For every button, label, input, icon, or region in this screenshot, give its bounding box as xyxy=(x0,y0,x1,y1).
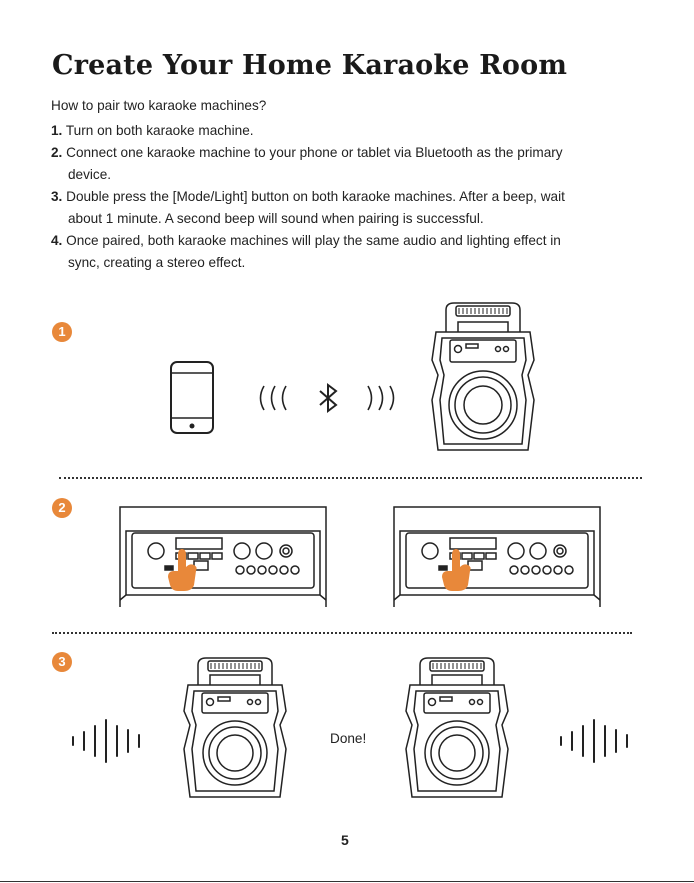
speaker-icon xyxy=(405,657,509,798)
step-text: Connect one karaoke machine to your phon… xyxy=(66,145,563,160)
soundwave-icon xyxy=(560,719,628,763)
step-badge-2: 2 xyxy=(52,498,72,518)
bottom-rule xyxy=(0,881,694,882)
page-number: 5 xyxy=(341,832,349,848)
step-number: 2. xyxy=(51,145,63,160)
finger-press-icon xyxy=(442,549,471,591)
soundwave-icon xyxy=(72,719,140,763)
control-panel-icon xyxy=(119,506,327,607)
section-divider xyxy=(52,632,632,634)
page-title: Create Your Home Karaoke Room xyxy=(52,50,568,81)
step-number: 1. xyxy=(51,123,63,138)
speaker-icon xyxy=(431,302,535,451)
step-number: 4. xyxy=(51,233,63,248)
step-badge-3: 3 xyxy=(52,652,72,672)
intro-question: How to pair two karaoke machines? xyxy=(51,98,267,113)
step-text-cont: device. xyxy=(68,167,112,182)
finger-press-icon xyxy=(168,549,197,591)
step-3: 3. Double press the [Mode/Light] button … xyxy=(51,186,651,230)
step-text-cont: sync, creating a stereo effect. xyxy=(68,255,246,270)
step-text: Once paired, both karaoke machines will … xyxy=(66,233,561,248)
step-4: 4. Once paired, both karaoke machines wi… xyxy=(51,230,651,274)
section-divider xyxy=(59,477,642,479)
done-label: Done! xyxy=(330,731,367,746)
step-1: 1. Turn on both karaoke machine. xyxy=(51,120,651,142)
speaker-icon xyxy=(183,657,287,798)
phone-icon xyxy=(170,361,214,434)
step-text: Turn on both karaoke machine. xyxy=(65,123,254,138)
bluetooth-signal-icon xyxy=(259,383,395,413)
step-2: 2. Connect one karaoke machine to your p… xyxy=(51,142,651,186)
step-text-cont: about 1 minute. A second beep will sound… xyxy=(68,211,484,226)
step-text: Double press the [Mode/Light] button on … xyxy=(66,189,565,204)
control-panel-icon xyxy=(393,506,601,607)
step-badge-1: 1 xyxy=(52,322,72,342)
step-number: 3. xyxy=(51,189,63,204)
